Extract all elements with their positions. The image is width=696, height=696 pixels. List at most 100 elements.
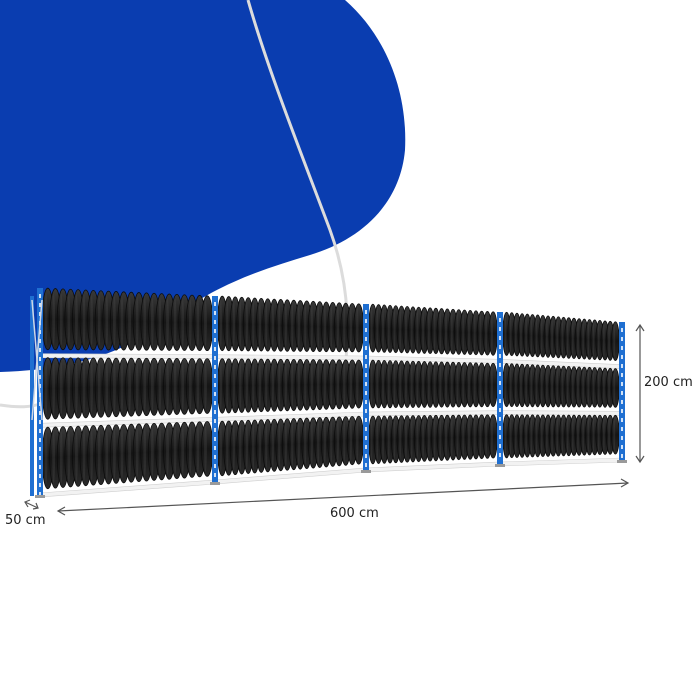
tire-highlight [427, 365, 430, 404]
tire-highlight [271, 363, 275, 408]
tire-highlight [608, 324, 611, 358]
tire-highlight [439, 418, 442, 458]
tire-highlight [44, 292, 48, 346]
tire-highlight [456, 312, 459, 351]
tire-highlight [330, 363, 333, 406]
upright-hole [621, 409, 623, 413]
tire-highlight [479, 314, 482, 352]
upright-hole [499, 327, 501, 331]
tire-highlight [530, 417, 533, 454]
tire-highlight [582, 370, 585, 405]
tire-highlight [112, 295, 116, 346]
upright-hole [214, 329, 216, 333]
tire-highlight [597, 418, 600, 452]
upright-hole [365, 436, 367, 440]
upright-hole [39, 429, 41, 433]
tire-highlight [509, 366, 512, 404]
tire-highlight [387, 419, 390, 460]
tire-highlight [310, 305, 314, 348]
tire-highlight [304, 363, 307, 407]
tire-highlight [278, 303, 281, 348]
shelf-beam [499, 410, 623, 416]
upright-hole [39, 312, 41, 316]
tire-highlight [310, 421, 314, 465]
tire-highlight [393, 309, 396, 350]
tire-highlight [349, 419, 353, 462]
tire-highlight [232, 424, 236, 471]
tire-highlight [343, 306, 346, 349]
tire-highlight [44, 431, 48, 485]
upright-hole [365, 409, 367, 413]
tire-highlight [120, 428, 124, 479]
tire-highlight [399, 309, 402, 350]
tire-highlight [514, 417, 517, 455]
tire-highlight [519, 316, 522, 353]
tire-highlight [349, 307, 353, 349]
tire-highlight [135, 296, 139, 346]
tire-highlight [582, 322, 585, 357]
tire-highlight [376, 308, 379, 349]
rack-brace [31, 299, 43, 421]
tire-highlight [252, 362, 255, 409]
tire-highlight [265, 363, 268, 408]
tire-highlight [105, 295, 109, 346]
tire-highlight [143, 427, 147, 477]
tire-highlight [393, 419, 396, 460]
upright-hole [621, 328, 623, 332]
tire-highlight [456, 418, 459, 457]
upright-hole [39, 483, 41, 487]
upright-hole [214, 455, 216, 459]
tire-highlight [370, 363, 373, 405]
upright-hole [39, 474, 41, 478]
upright-hole [499, 444, 501, 448]
upright-hole [39, 348, 41, 352]
tire-highlight [525, 417, 528, 455]
tire-highlight [59, 431, 63, 483]
upright-hole [621, 454, 623, 458]
upright-hole [365, 328, 367, 332]
tire-highlight [97, 295, 101, 346]
upright-hole [39, 438, 41, 442]
tire-highlight [304, 304, 307, 348]
upright-hole [214, 392, 216, 396]
tire-highlight [173, 362, 177, 411]
tire-highlight [204, 299, 207, 347]
tire-highlight [204, 425, 207, 473]
tire-highlight [336, 420, 340, 463]
upright-hole [39, 339, 41, 343]
tire-highlight [399, 364, 402, 405]
upright-hole [499, 408, 501, 412]
tire-highlight [551, 319, 554, 355]
tire-highlight [112, 429, 116, 479]
tire-highlight [291, 363, 294, 407]
tire-highlight [535, 368, 538, 404]
tire-highlight [105, 362, 109, 413]
tire-highlight [530, 367, 533, 404]
upright-hole [214, 356, 216, 360]
tire-highlight [158, 362, 162, 411]
upright-foot [35, 495, 45, 498]
tire-highlight [90, 430, 94, 481]
tire-highlight [582, 418, 585, 453]
upright-hole [39, 447, 41, 451]
height-arrow [635, 323, 645, 464]
upright-hole [499, 363, 501, 367]
tire-highlight [509, 417, 512, 455]
tire [611, 368, 620, 408]
tire-highlight [226, 300, 229, 347]
upright-hole [214, 437, 216, 441]
tire-highlight [509, 315, 512, 353]
tire-highlight [410, 310, 413, 350]
tire-highlight [514, 316, 517, 353]
tire-highlight [128, 428, 132, 478]
tire-highlight [602, 323, 605, 358]
tire-highlight [608, 418, 611, 452]
upright-hole [621, 337, 623, 341]
upright-hole [214, 419, 216, 423]
tire-highlight [343, 363, 346, 405]
tire-highlight [239, 424, 242, 471]
tire-highlight [525, 367, 528, 404]
tire-highlight [196, 362, 200, 410]
upright-hole [621, 382, 623, 386]
tire-highlight [490, 315, 493, 352]
